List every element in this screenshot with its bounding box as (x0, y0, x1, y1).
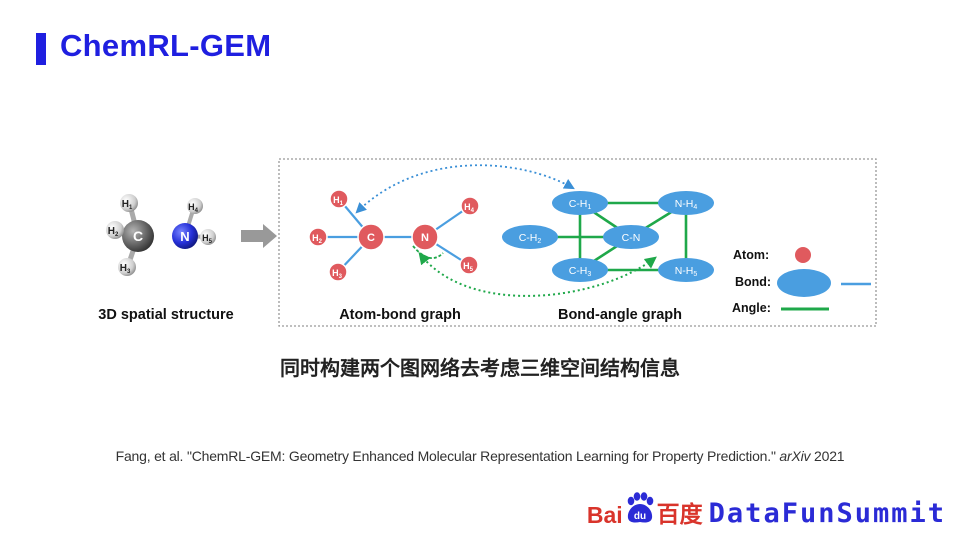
label-3d-h1: H1 (122, 199, 133, 211)
bond-node-label-nh5: N-H5 (675, 265, 698, 278)
label-3d-n: N (180, 229, 189, 244)
legend: Atom: Bond: Angle: (732, 247, 871, 315)
node-label-h1: H1 (333, 195, 344, 207)
node-h1 (329, 189, 349, 209)
bond-node-ch2 (502, 225, 558, 249)
label-3d-structure: 3D spatial structure (98, 307, 233, 323)
node-c (357, 223, 385, 251)
node-label-c: C (367, 232, 375, 244)
label-3d-h3: H3 (120, 263, 131, 275)
legend-bond-label: Bond: (735, 275, 771, 289)
page-title: ChemRL-GEM (60, 28, 272, 63)
node-label-h3: H3 (332, 268, 343, 280)
citation-year: 2021 (814, 448, 845, 464)
node-label-h2: H2 (312, 233, 323, 245)
angle-correspondence-arrow (418, 252, 657, 297)
legend-bond-node-swatch (777, 269, 831, 297)
bond-node-cn (603, 225, 659, 249)
label-atom-bond-graph: Atom-bond graph (339, 307, 461, 323)
bond-node-nh5 (658, 258, 714, 282)
legend-atom-swatch (795, 247, 811, 263)
atom-3d-c (122, 220, 154, 252)
bond-node-ch1 (552, 191, 608, 215)
baidu-paw-icon: du (625, 492, 655, 529)
title-accent-bar (36, 33, 46, 65)
footer-logo: Bai du 百度 DataFunSummit (586, 492, 946, 529)
atom-bond-graph: H1 H2 H3 C N H4 H5 Atom-bond graph (308, 189, 480, 323)
legend-atom-label: Atom: (733, 248, 769, 262)
bond-node-label-cn: C-N (622, 232, 641, 244)
node-h3 (328, 262, 348, 282)
citation-text: Fang, et al. "ChemRL-GEM: Geometry Enhan… (115, 448, 776, 464)
node-h2 (308, 227, 328, 247)
atom-3d-h5 (200, 229, 216, 245)
label-3d-c: C (133, 228, 143, 244)
atom-3d-h1 (120, 194, 138, 212)
graphs-frame (278, 158, 877, 327)
datafun-summit-logo: DataFunSummit (708, 498, 946, 529)
bond-angle-graph: C-H1 N-H4 C-H2 C-N C-H3 N-H5 Bond-angle … (502, 191, 714, 323)
bond-node-label-ch3: C-H3 (569, 265, 592, 278)
baidu-logo-left: Bai (586, 502, 623, 528)
bond-node-label-ch2: C-H2 (519, 232, 542, 245)
citation: Fang, et al. "ChemRL-GEM: Geometry Enhan… (0, 448, 960, 464)
atom-3d-n (172, 223, 198, 249)
atom-3d-h4 (187, 198, 203, 214)
label-3d-h4: H4 (188, 202, 199, 214)
atom-3d-h3 (118, 258, 136, 276)
node-n (411, 223, 439, 251)
structure-3d: H1 H2 H3 C N H4 H5 3D spatial structure (98, 194, 234, 323)
node-label-n: N (421, 232, 429, 244)
transform-arrow-icon (241, 224, 277, 248)
bond-node-ch3 (552, 258, 608, 282)
bond-node-label-nh4: N-H4 (675, 198, 698, 211)
label-bond-angle-graph: Bond-angle graph (558, 307, 682, 323)
bond-node-nh4 (658, 191, 714, 215)
label-3d-h5: H5 (202, 233, 213, 245)
citation-journal: arXiv (779, 448, 811, 464)
atom-3d-h2 (106, 221, 124, 239)
caption: 同时构建两个图网络去考虑三维空间结构信息 (280, 356, 680, 380)
legend-angle-label: Angle: (732, 301, 771, 315)
label-3d-h2: H2 (108, 226, 119, 238)
baidu-paw-text: du (634, 511, 646, 522)
bond-node-label-ch1: C-H1 (569, 198, 592, 211)
baidu-logo-right: 百度 (656, 501, 703, 527)
